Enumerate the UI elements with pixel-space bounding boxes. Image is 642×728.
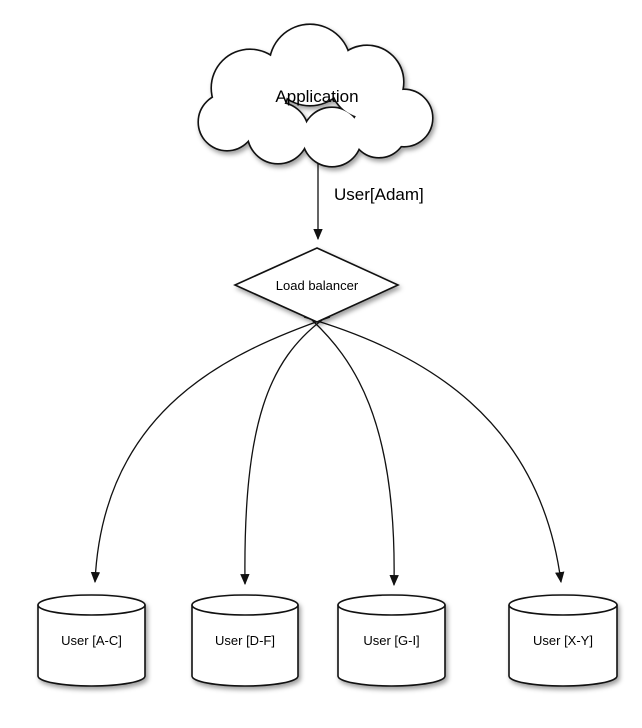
shard-cylinder-a-c: User [A-C] <box>37 594 146 687</box>
load-balancer-diamond: Load balancer <box>233 247 400 323</box>
shard-cylinder-x-y: User [X-Y] <box>508 594 618 687</box>
cylinder-top <box>337 594 446 616</box>
load-balancer-label: Load balancer <box>276 278 359 293</box>
edge-loadbalancer-to-shard-g-i <box>311 319 399 587</box>
cylinder-body <box>508 605 618 687</box>
diamond-shape <box>233 247 400 323</box>
edge-loadbalancer-to-shard-d-f <box>240 319 323 586</box>
shard-label-x-y: User [X-Y] <box>533 633 593 648</box>
shard-cylinder-d-f: User [D-F] <box>191 594 299 687</box>
edge-loadbalancer-to-shard-a-c <box>90 316 331 584</box>
edge-user-adam-label: User[Adam] <box>334 185 424 204</box>
application-label: Application <box>275 87 358 106</box>
shard-label-g-i: User [G-I] <box>363 633 419 648</box>
cylinder-body <box>191 605 299 687</box>
cylinder-top <box>37 594 146 616</box>
shard-cylinders: User [A-C] User [D-F] User [G-I] User [X… <box>37 594 618 687</box>
cylinder-body <box>337 605 446 687</box>
shard-label-a-c: User [A-C] <box>61 633 122 648</box>
shard-label-d-f: User [D-F] <box>215 633 275 648</box>
cylinder-top <box>508 594 618 616</box>
application-cloud: Application <box>197 23 434 168</box>
cylinder-body <box>37 605 146 687</box>
cylinder-top <box>191 594 299 616</box>
edge-loadbalancer-to-shard-x-y <box>303 316 565 584</box>
diagram-edges <box>90 140 565 587</box>
shard-cylinder-g-i: User [G-I] <box>337 594 446 687</box>
